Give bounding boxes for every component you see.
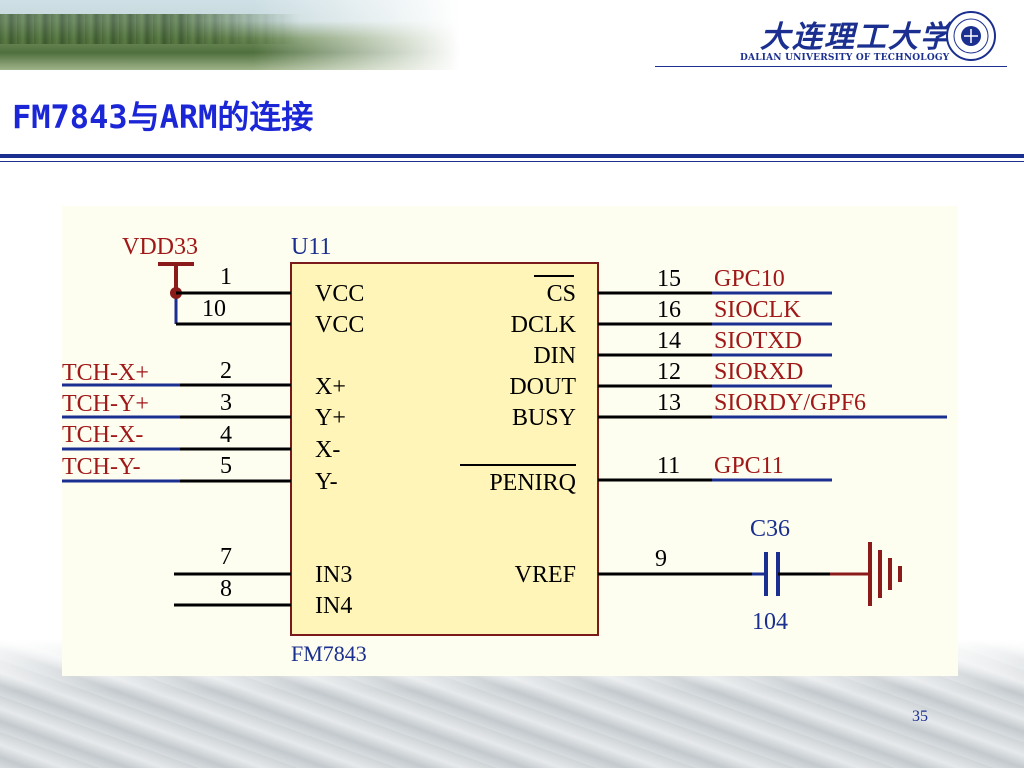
net-tch-y-minus: TCH-Y- [62,454,141,480]
pin-16-number: 16 [657,297,681,323]
pin-1-number: 1 [220,264,232,290]
pin-14-number: 14 [657,328,681,354]
capacitor-ref: C36 [750,516,790,542]
pin-15-number: 15 [657,266,681,292]
pin-4: TCH-X- 4 X- [62,422,340,463]
pin-4-name: X- [315,437,340,463]
pin-14-name: DIN [533,343,576,369]
pin-3-name: Y+ [315,405,346,431]
pin-8-name: IN4 [315,593,352,619]
slide-title: FM7843与ARM的连接 [12,98,314,136]
pin-2-name: X+ [315,374,346,400]
net-sioclk: SIOCLK [714,297,801,323]
pin-9: VREF 9 [515,546,766,588]
pin-13-name: BUSY [512,405,576,431]
logo-cn-text: 大连理工大学 [760,20,952,55]
chip-body [290,262,599,636]
capacitor-c36: C36 104 [750,516,870,635]
pin-5-number: 5 [220,453,232,479]
net-tch-y-plus: TCH-Y+ [62,391,149,417]
pin-10: 10 VCC [176,296,364,338]
pin-9-number: 9 [655,546,667,572]
ground-icon [868,542,902,606]
pin-4-number: 4 [220,422,232,448]
pin-7-name: IN3 [315,562,352,588]
schematic-diagram: U11 FM7843 VDD33 1 VCC 10 VCC TCH-X+ 2 X… [62,234,947,666]
pin-2: TCH-X+ 2 X+ [62,358,346,400]
net-siordy-gpf6: SIORDY/GPF6 [714,390,866,416]
schematic-panel: U11 FM7843 VDD33 1 VCC 10 VCC TCH-X+ 2 X… [62,206,958,676]
pin-12-name: DOUT [509,374,576,400]
university-logo: 大连理工大学 DALIAN UNIVERSITY OF TECHNOLOGY [740,8,1010,70]
pin-12: DOUT 12 SIORXD [509,359,832,400]
pin-11: PENIRQ 11 GPC11 [460,453,832,496]
university-seal-icon [946,11,996,61]
pin-9-name: VREF [515,562,576,588]
net-gpc10: GPC10 [714,266,785,292]
chip-ref-label: U11 [291,234,331,260]
pin-7: 7 IN3 [174,544,352,588]
pin-12-number: 12 [657,359,681,385]
logo-underline [655,66,1007,67]
pin-7-number: 7 [220,544,232,570]
pin-14: DIN 14 SIOTXD [533,328,832,369]
pin-11-number: 11 [657,453,680,479]
capacitor-value: 104 [752,609,788,635]
pin-1: 1 VCC [176,264,364,307]
net-siotxd: SIOTXD [714,328,802,354]
pin-10-name: VCC [315,312,364,338]
chip-name-label: FM7843 [291,641,367,666]
pin-2-number: 2 [220,358,232,384]
net-siorxd: SIORXD [714,359,803,385]
pin-8: 8 IN4 [174,576,352,619]
pin-10-number: 10 [202,296,226,322]
title-rule-thin [0,161,1024,162]
pin-16: DCLK 16 SIOCLK [511,297,832,338]
title-rule-thick [0,154,1024,158]
pin-16-name: DCLK [511,312,577,338]
pin-13-number: 13 [657,390,681,416]
pin-13: BUSY 13 SIORDY/GPF6 [512,390,947,431]
pin-1-name: VCC [315,281,364,307]
logo-en-text: DALIAN UNIVERSITY OF TECHNOLOGY [740,53,950,63]
pin-5-name: Y- [315,469,338,495]
page-number: 35 [912,708,928,725]
net-tch-x-minus: TCH-X- [62,422,143,448]
pin-8-number: 8 [220,576,232,602]
net-gpc11: GPC11 [714,453,784,479]
pin-11-name: PENIRQ [489,470,576,496]
pin-15: CS 15 GPC10 [534,266,832,307]
pin-5: TCH-Y- 5 Y- [62,453,338,495]
power-net-label: VDD33 [122,234,198,260]
pin-3: TCH-Y+ 3 Y+ [62,390,346,431]
pin-3-number: 3 [220,390,232,416]
net-tch-x-plus: TCH-X+ [62,360,149,386]
pin-15-name: CS [547,281,576,307]
header-trees [0,14,300,44]
